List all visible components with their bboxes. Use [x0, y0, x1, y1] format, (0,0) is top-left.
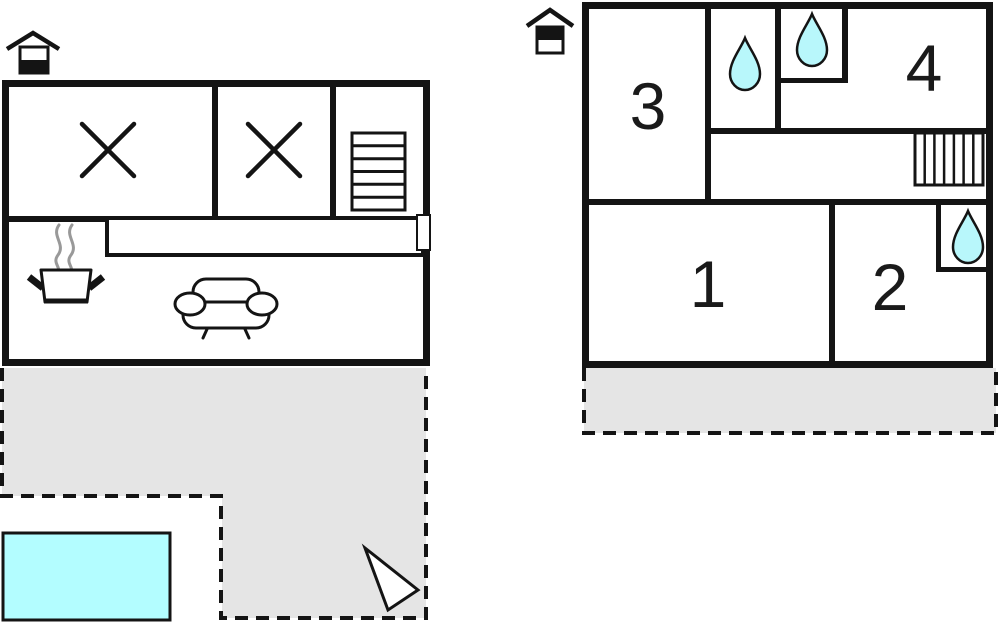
water-drop-icon — [728, 34, 762, 92]
terrace-dashed-border — [582, 368, 998, 435]
room-4-label: 4 — [905, 31, 943, 105]
wall-under-void-rooms — [7, 216, 107, 222]
wall-bath2-right-top — [842, 9, 848, 83]
water-drop-icon — [951, 207, 985, 265]
wall-room3-right — [705, 9, 711, 204]
wall-middle-horizontal — [589, 199, 986, 205]
drop-fill — [951, 207, 985, 265]
house-level-top-icon — [525, 7, 575, 55]
cooking-pot-steam-icon — [26, 223, 106, 304]
wall-bath2-bottom-top — [775, 78, 848, 83]
terrace-dashed-border — [0, 368, 428, 620]
wall-before-ladder-zone — [330, 87, 336, 221]
drop-fill — [728, 34, 762, 92]
pool-rectangle — [1, 531, 172, 622]
house-level-bottom-icon — [5, 30, 61, 75]
top-floor-building — [582, 2, 993, 368]
ground-terrace-area — [0, 368, 428, 620]
pool-fill — [1, 531, 172, 622]
wall-between-void-rooms — [212, 87, 218, 221]
pot-handle-left — [26, 274, 46, 291]
terrace-fill — [2, 368, 426, 618]
wall-ensuite-left — [936, 205, 941, 272]
counter-strip — [105, 216, 425, 257]
pot-body — [39, 268, 93, 304]
stairs-icon — [913, 131, 985, 187]
house-level-fill-bottom — [20, 60, 48, 73]
house-roof — [525, 7, 575, 28]
x-cross-icon — [79, 121, 137, 179]
wall-hallway-top — [705, 128, 986, 134]
room-3-label: 3 — [629, 69, 667, 143]
drop-fill — [795, 10, 829, 68]
steam-line — [54, 223, 62, 274]
x-cross-icon — [245, 121, 303, 179]
north-arrow-icon — [361, 543, 421, 613]
top-terrace-area — [582, 368, 998, 435]
wall-ensuite-bottom — [936, 267, 986, 272]
room-2-label: 2 — [871, 250, 909, 324]
house-roof — [5, 30, 61, 51]
pot-handle-right — [86, 274, 106, 291]
steam-line — [67, 223, 75, 274]
window-right-wall — [416, 214, 431, 251]
water-drop-icon — [795, 10, 829, 68]
house-level-fill-top — [537, 27, 563, 40]
wall-room1-room2-divider — [829, 205, 835, 361]
sofa-icon — [173, 277, 279, 340]
room-1-label: 1 — [689, 247, 727, 321]
terrace-fill — [584, 368, 996, 433]
wall-bath1-right — [775, 9, 781, 133]
ladder-icon — [350, 131, 407, 212]
